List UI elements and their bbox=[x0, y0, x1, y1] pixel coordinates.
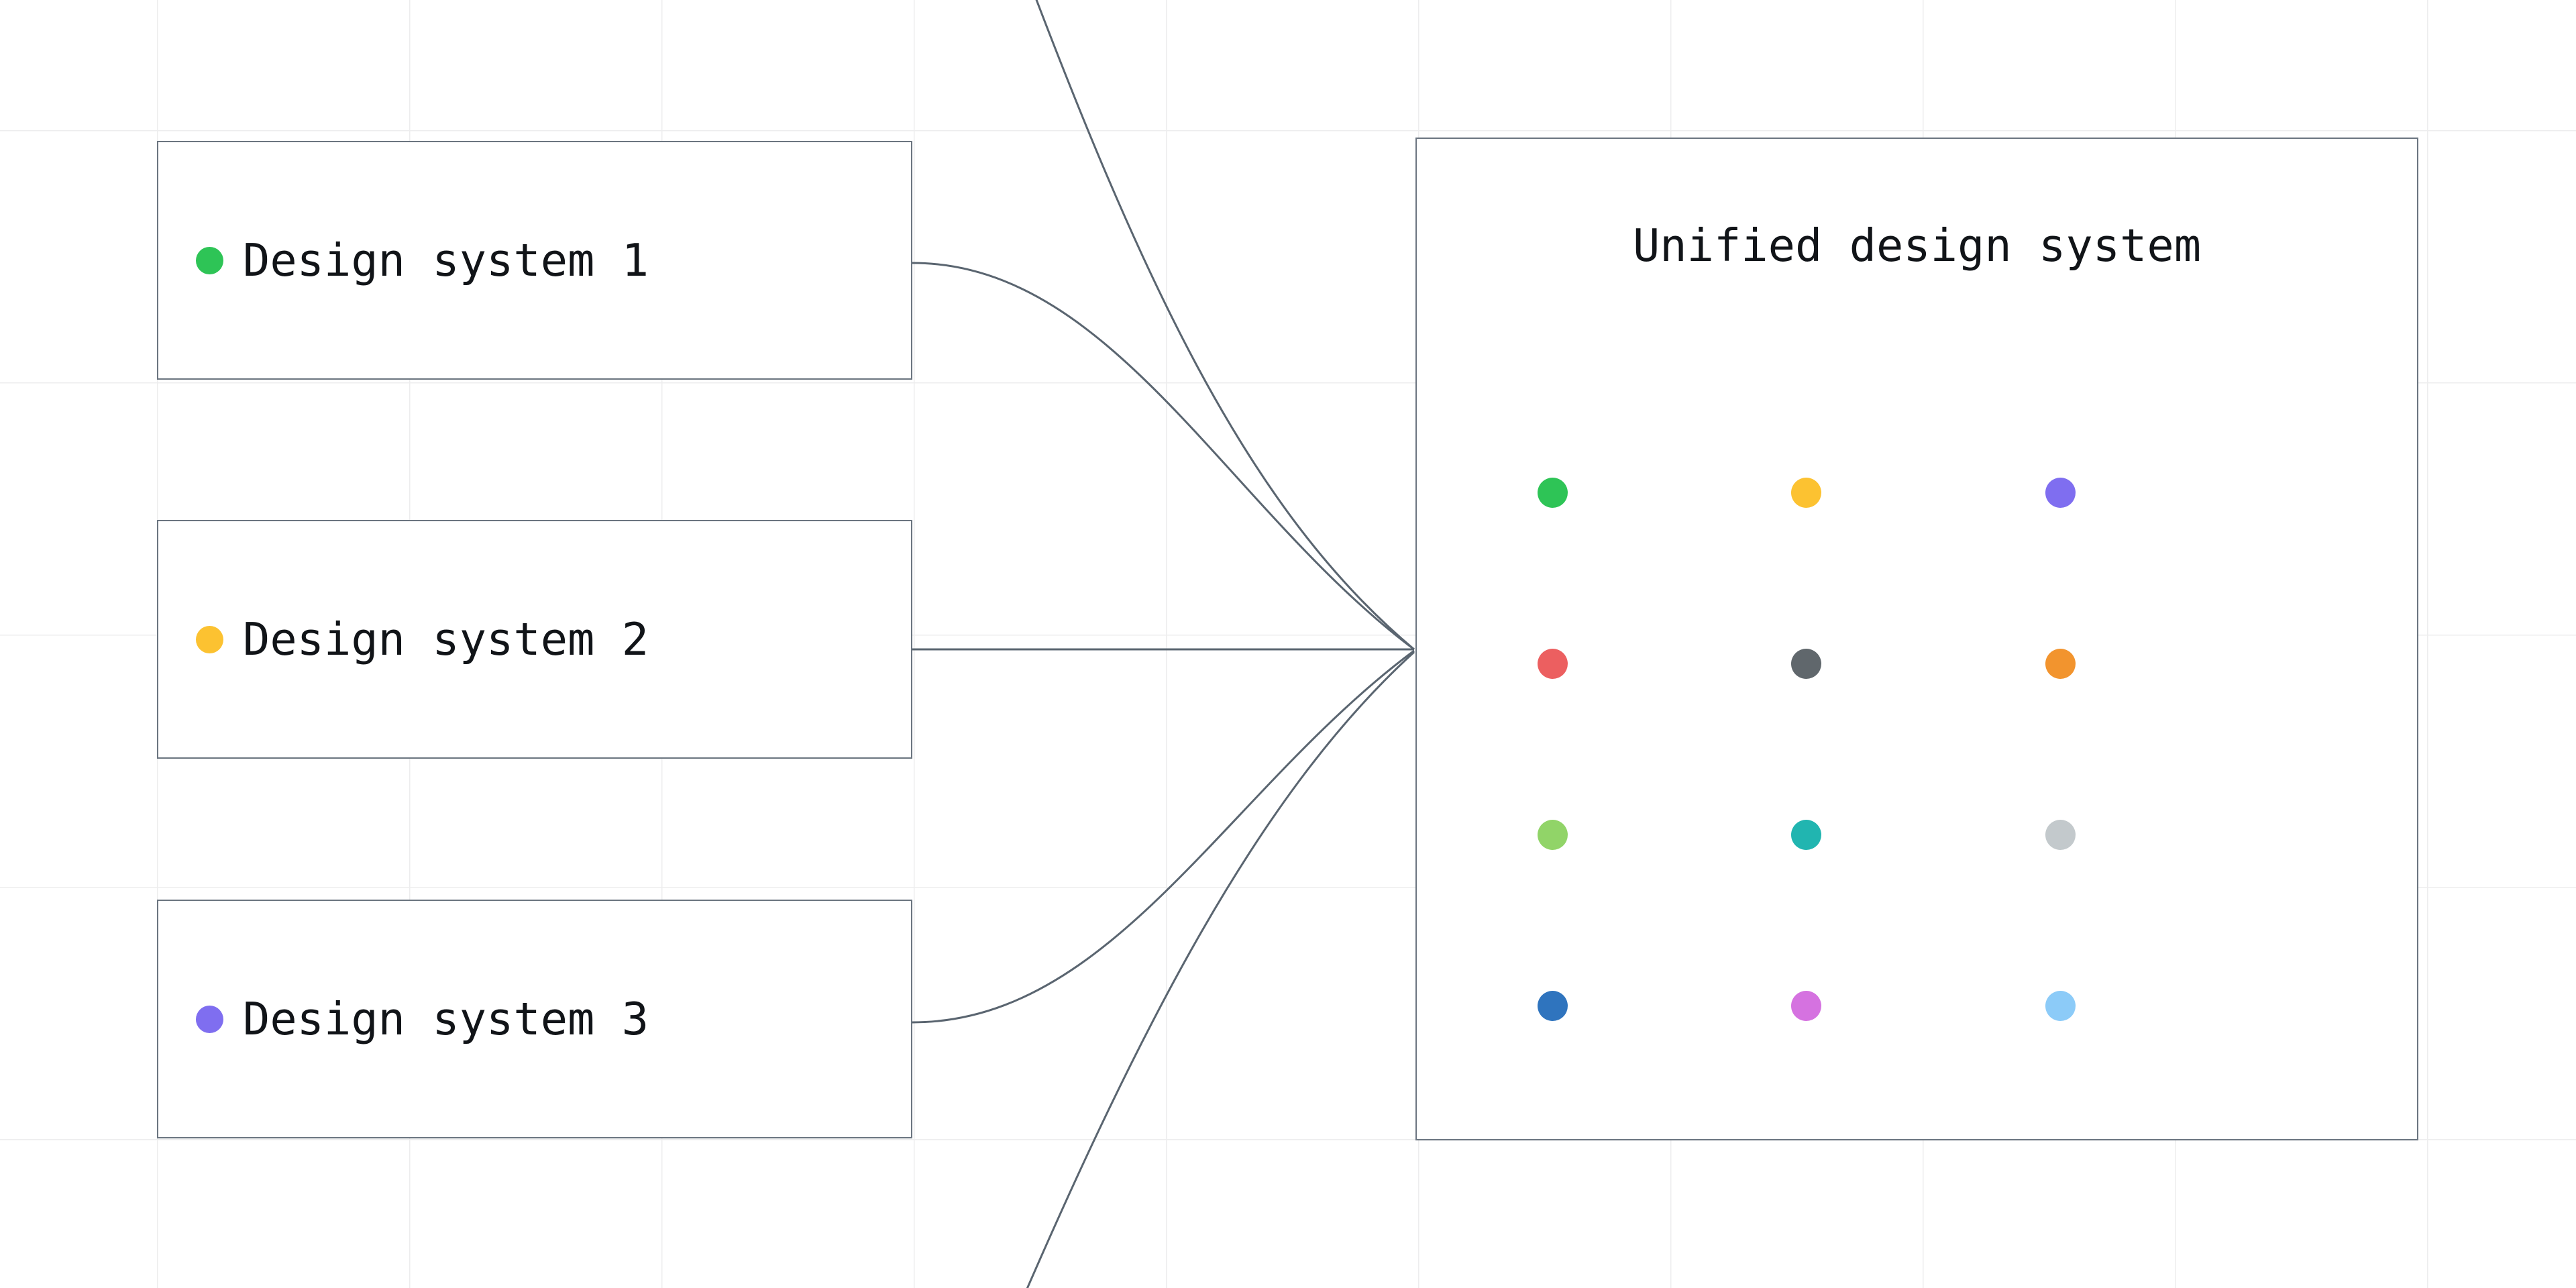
token-swatch-orange bbox=[2045, 649, 2076, 679]
connector-offscreen-top bbox=[1035, 0, 1415, 651]
unified-panel-title: Unified design system bbox=[1632, 219, 2202, 272]
connector-card-1 bbox=[912, 262, 1415, 651]
token-swatch-yellow bbox=[1791, 478, 1822, 508]
token-swatch-green bbox=[1538, 478, 1568, 508]
unified-design-system-panel[interactable]: Unified design system bbox=[1415, 138, 2418, 1140]
token-swatch-purple bbox=[2045, 478, 2076, 508]
token-swatch-dark-gray bbox=[1791, 649, 1822, 679]
token-swatch-sky-blue bbox=[2045, 991, 2076, 1021]
source-card-design-system-2[interactable]: Design system 2 bbox=[157, 520, 912, 759]
source-card-label: Design system 2 bbox=[243, 612, 649, 665]
purple-status-dot bbox=[196, 1005, 223, 1033]
connector-card-3 bbox=[912, 649, 1415, 1024]
source-card-label: Design system 3 bbox=[243, 992, 649, 1045]
token-swatch-light-gray bbox=[2045, 820, 2076, 850]
source-card-design-system-1[interactable]: Design system 1 bbox=[157, 141, 912, 380]
token-swatch-magenta bbox=[1791, 991, 1822, 1021]
source-card-design-system-3[interactable]: Design system 3 bbox=[157, 900, 912, 1138]
token-swatch-light-green bbox=[1538, 820, 1568, 850]
token-dot-grid bbox=[1538, 407, 2299, 1091]
token-swatch-teal bbox=[1791, 820, 1822, 850]
token-swatch-red bbox=[1538, 649, 1568, 679]
connector-offscreen-bottom bbox=[1026, 651, 1415, 1288]
token-swatch-blue bbox=[1538, 991, 1568, 1021]
yellow-status-dot bbox=[196, 625, 223, 653]
source-card-label: Design system 1 bbox=[243, 233, 649, 286]
green-status-dot bbox=[196, 246, 223, 274]
